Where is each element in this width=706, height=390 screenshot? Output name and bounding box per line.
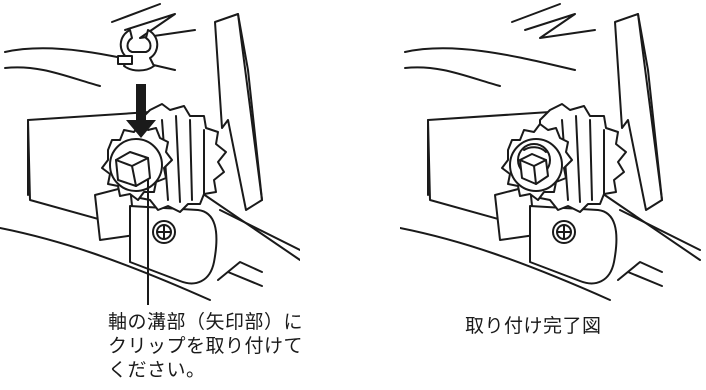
mount-bracket — [529, 205, 618, 285]
after-install-illustration — [400, 3, 701, 301]
caption-line: 取り付け完了図 — [465, 315, 602, 337]
housing-top-edge — [511, 3, 596, 39]
housing-fin — [614, 13, 663, 211]
screw-icon — [152, 220, 176, 244]
e-clip-icon — [117, 29, 159, 72]
before-install-illustration — [0, 3, 300, 305]
caption-line: ください。 — [108, 359, 206, 381]
figure-after-install — [400, 0, 706, 305]
down-arrow-icon — [126, 84, 156, 138]
caption-instruction: 軸の溝部（矢印部）に クリップを取り付けて ください。 — [108, 310, 303, 382]
housing-top-edge — [111, 3, 196, 39]
mount-bracket — [129, 205, 218, 285]
figure-before-install — [0, 0, 300, 305]
screw-icon — [552, 220, 576, 244]
caption-complete: 取り付け完了図 — [465, 314, 602, 338]
caption-line: 軸の溝部（矢印部）に — [108, 311, 304, 333]
housing-fin — [214, 13, 263, 211]
caption-line: クリップを取り付けて — [108, 335, 304, 357]
